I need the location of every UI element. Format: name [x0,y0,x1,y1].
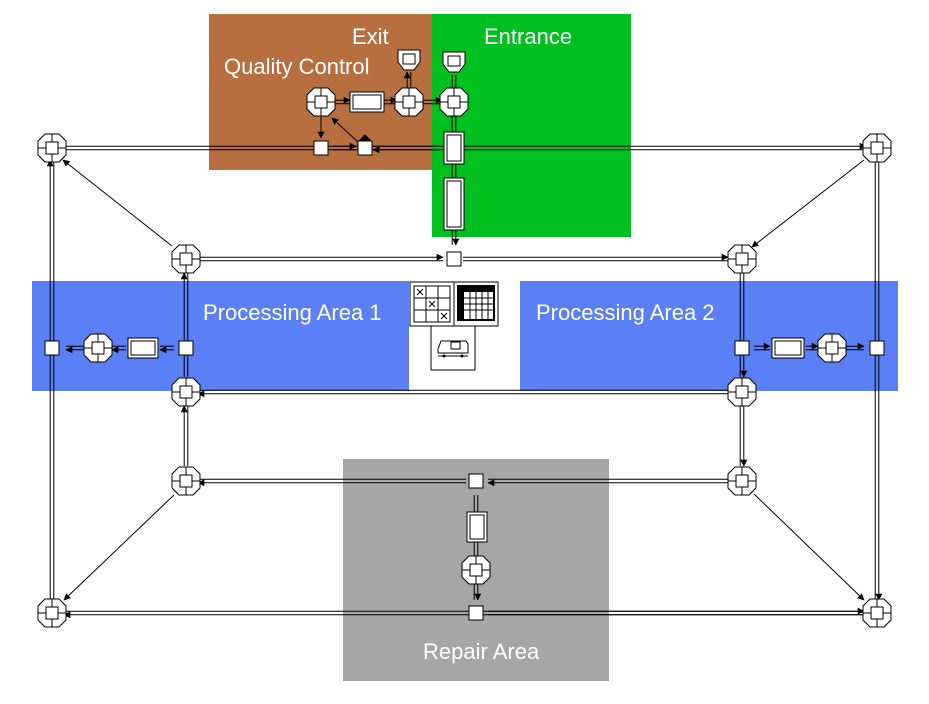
inner-middle-track [197,389,728,398]
left-lower-up-track [180,405,189,466]
right-inner-down-track [739,273,748,378]
junction-inner-mid-right-icon[interactable] [727,377,757,407]
pa1-exit-point-icon[interactable] [44,340,60,356]
grid-tool-icon[interactable] [409,281,455,327]
right-lower-down-track [739,406,748,467]
pa2-track-c [846,342,865,351]
entrance-zone [432,14,631,237]
top-outer-track [64,142,867,151]
repair-machine-icon[interactable] [461,555,491,585]
pa1-track-c [65,345,84,354]
qc-flag-icon [357,134,373,142]
qc-return-track [372,145,440,154]
junction-top-right-icon[interactable] [862,133,892,163]
pa2-machine-icon[interactable] [771,337,805,359]
pa2-station-icon[interactable] [817,333,847,363]
pa1-track-a [159,345,174,354]
qc-exit-track [403,71,412,90]
left-inner-up-track [180,272,189,377]
diagonal-bottom-left [63,494,175,601]
entrance-junction-icon[interactable] [439,87,469,117]
qc-bottom-track [333,142,357,151]
qc-control-point-2-icon[interactable] [357,140,373,156]
qc-track-3 [421,96,443,105]
pa1-track-b [111,345,126,354]
junction-inner-low-right-icon[interactable] [727,466,757,496]
inner-top-left-track [198,253,444,262]
junction-top-left-icon[interactable] [37,133,67,163]
qc-output-junction-icon[interactable] [394,87,424,117]
entrance-label: Entrance [484,24,573,49]
junction-bottom-left-icon[interactable] [37,598,67,628]
junction-inner-top-left-icon[interactable] [171,244,201,274]
inner-top-right-track [463,253,729,262]
junction-inner-low-left-icon[interactable] [171,466,201,496]
tool-palette [409,281,499,371]
quality-control-label: Quality Control [224,54,370,79]
qc-control-point-1-icon[interactable] [313,140,329,156]
pa1-station-icon[interactable] [83,333,113,363]
exit-label: Exit [352,24,389,49]
table-tool-icon[interactable] [453,281,499,327]
inner-lower-right-track [487,478,728,487]
left-outer-track [46,159,55,600]
vehicle-tool-icon[interactable] [430,325,476,371]
exit-queue-icon[interactable] [397,49,421,71]
pa1-machine-icon[interactable] [127,337,159,359]
pa2-entry-point-icon[interactable] [734,340,750,356]
diagonal-bottom-right [753,493,865,601]
inner-lower-left-track [197,478,466,487]
diagonal-top-left [62,159,173,247]
bottom-outer-track [63,610,866,619]
qc-inspection-machine-icon[interactable] [349,91,385,113]
repair-area-label: Repair Area [423,639,540,664]
junction-inner-top-right-icon[interactable] [727,244,757,274]
pa2-exit-point-icon[interactable] [869,340,885,356]
repair-split-point-icon[interactable] [468,473,484,489]
entrance-buffer-2-icon[interactable] [443,177,465,231]
pa2-track-a [754,342,771,351]
entrance-merge-point-icon[interactable] [446,251,462,267]
pa2-track-b [806,342,819,351]
qc-input-junction-icon[interactable] [306,87,336,117]
junction-inner-mid-left-icon[interactable] [171,377,201,407]
entrance-queue-icon[interactable] [442,51,466,73]
qc-link-diag [331,117,359,143]
repair-buffer-icon[interactable] [466,511,488,543]
processing-area-2-label: Processing Area 2 [536,300,715,325]
right-outer-track [874,160,883,601]
junction-bottom-right-icon[interactable] [862,598,892,628]
diagonal-top-right [751,159,865,248]
processing-area-1-label: Processing Area 1 [203,300,382,325]
entrance-buffer-1-icon[interactable] [443,131,465,165]
repair-merge-point-icon[interactable] [468,605,484,621]
repair-out-right-track [488,607,865,616]
pa1-entry-point-icon[interactable] [178,340,194,356]
